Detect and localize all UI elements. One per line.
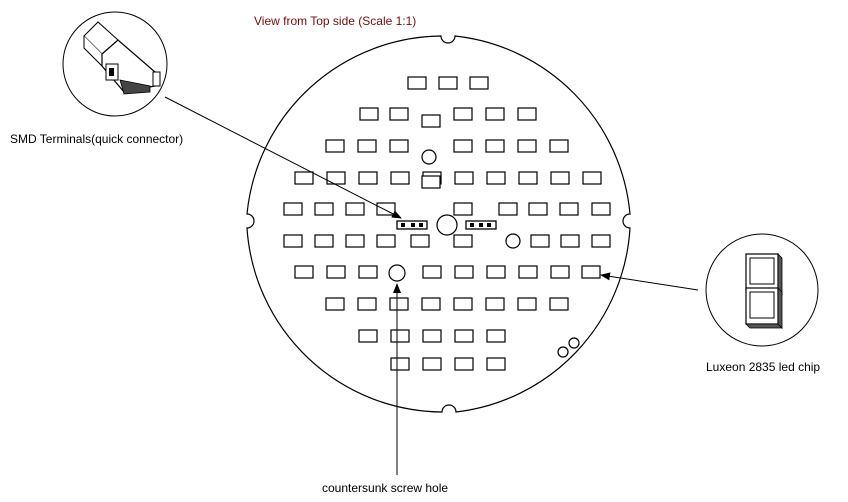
led-chip	[486, 329, 506, 343]
smd-terminals-label: SMD Terminals(quick connector)	[10, 132, 184, 146]
led-chip	[421, 114, 441, 128]
led-chip	[485, 139, 505, 153]
led-chip	[345, 234, 365, 248]
pcb-board-outline	[246, 35, 631, 413]
led-chip	[389, 297, 409, 311]
led-chip	[454, 171, 474, 185]
led-chip	[407, 76, 427, 90]
led-chip	[283, 202, 303, 216]
led-chip	[453, 234, 473, 248]
led-chip	[469, 76, 489, 90]
led-chip	[358, 265, 378, 279]
smd-connector-right	[465, 220, 497, 230]
led-chip	[454, 357, 474, 371]
led-chip	[294, 171, 314, 185]
led-chip	[453, 297, 473, 311]
led-chip	[345, 202, 365, 216]
led-chip	[422, 265, 442, 279]
screw-hole	[421, 149, 437, 165]
mounting-holes	[388, 149, 580, 358]
led-chip-label: Luxeon 2835 led chip	[706, 360, 821, 374]
led-chip	[454, 329, 474, 343]
small-hole	[557, 346, 569, 358]
led-chip	[314, 202, 334, 216]
led-chip-leader	[600, 272, 699, 291]
led-chip	[518, 265, 538, 279]
led-chip	[376, 234, 396, 248]
led-chip	[453, 107, 473, 121]
led-chip	[410, 234, 430, 248]
led-chip	[454, 265, 474, 279]
led-chip	[326, 171, 346, 185]
led-chip	[517, 139, 537, 153]
led-chip	[325, 297, 345, 311]
led-chip	[422, 357, 442, 371]
led-chip	[485, 107, 505, 121]
led-chip	[530, 234, 550, 248]
led-chip	[453, 202, 473, 216]
led-chip	[486, 357, 506, 371]
center-screw-hole	[436, 214, 458, 236]
led-package-icon	[745, 253, 783, 329]
led-chip	[314, 234, 334, 248]
led-chip	[376, 202, 396, 216]
led-chip	[389, 107, 409, 121]
led-chip	[591, 234, 611, 248]
led-chip	[326, 265, 346, 279]
countersunk-screw-hole	[388, 264, 406, 282]
led-chip	[421, 175, 441, 189]
led-chip-magnifier	[705, 233, 819, 347]
led-chip	[517, 107, 537, 121]
smd-terminals-leader	[164, 96, 402, 219]
led-chip	[358, 171, 378, 185]
led-chip	[389, 139, 409, 153]
led-chip	[486, 171, 506, 185]
screw-hole	[505, 233, 521, 249]
led-chip	[559, 202, 579, 216]
smd-connector-left	[396, 220, 428, 230]
led-chip	[518, 171, 538, 185]
led-chip	[421, 297, 441, 311]
led-chip	[357, 297, 377, 311]
led-chip	[390, 171, 410, 185]
led-chip	[294, 265, 314, 279]
led-chip	[325, 139, 345, 153]
led-chip	[581, 265, 601, 279]
led-chip	[550, 171, 570, 185]
led-chip	[358, 329, 378, 343]
small-hole	[568, 337, 580, 349]
led-chip	[486, 265, 506, 279]
led-chip	[591, 202, 611, 216]
led-chip	[560, 234, 580, 248]
led-chip	[550, 265, 570, 279]
led-chip	[359, 107, 379, 121]
screw-hole-label: countersunk screw hole	[322, 481, 449, 495]
led-chip	[390, 329, 410, 343]
quick-connector-icon	[83, 21, 161, 95]
diagram-title: View from Top side (Scale 1:1)	[254, 14, 417, 28]
led-chip	[549, 297, 569, 311]
led-chip	[283, 234, 303, 248]
led-chip-grid	[283, 76, 611, 371]
led-chip	[517, 297, 537, 311]
led-chip	[498, 202, 518, 216]
led-chip	[485, 297, 505, 311]
led-chip	[582, 171, 602, 185]
led-chip	[390, 357, 410, 371]
smd-terminal-magnifier	[62, 11, 168, 117]
led-chip	[438, 76, 458, 90]
led-chip	[357, 139, 377, 153]
led-chip	[528, 202, 548, 216]
led-chip	[422, 329, 442, 343]
led-chip	[549, 139, 569, 153]
led-chip	[453, 139, 473, 153]
